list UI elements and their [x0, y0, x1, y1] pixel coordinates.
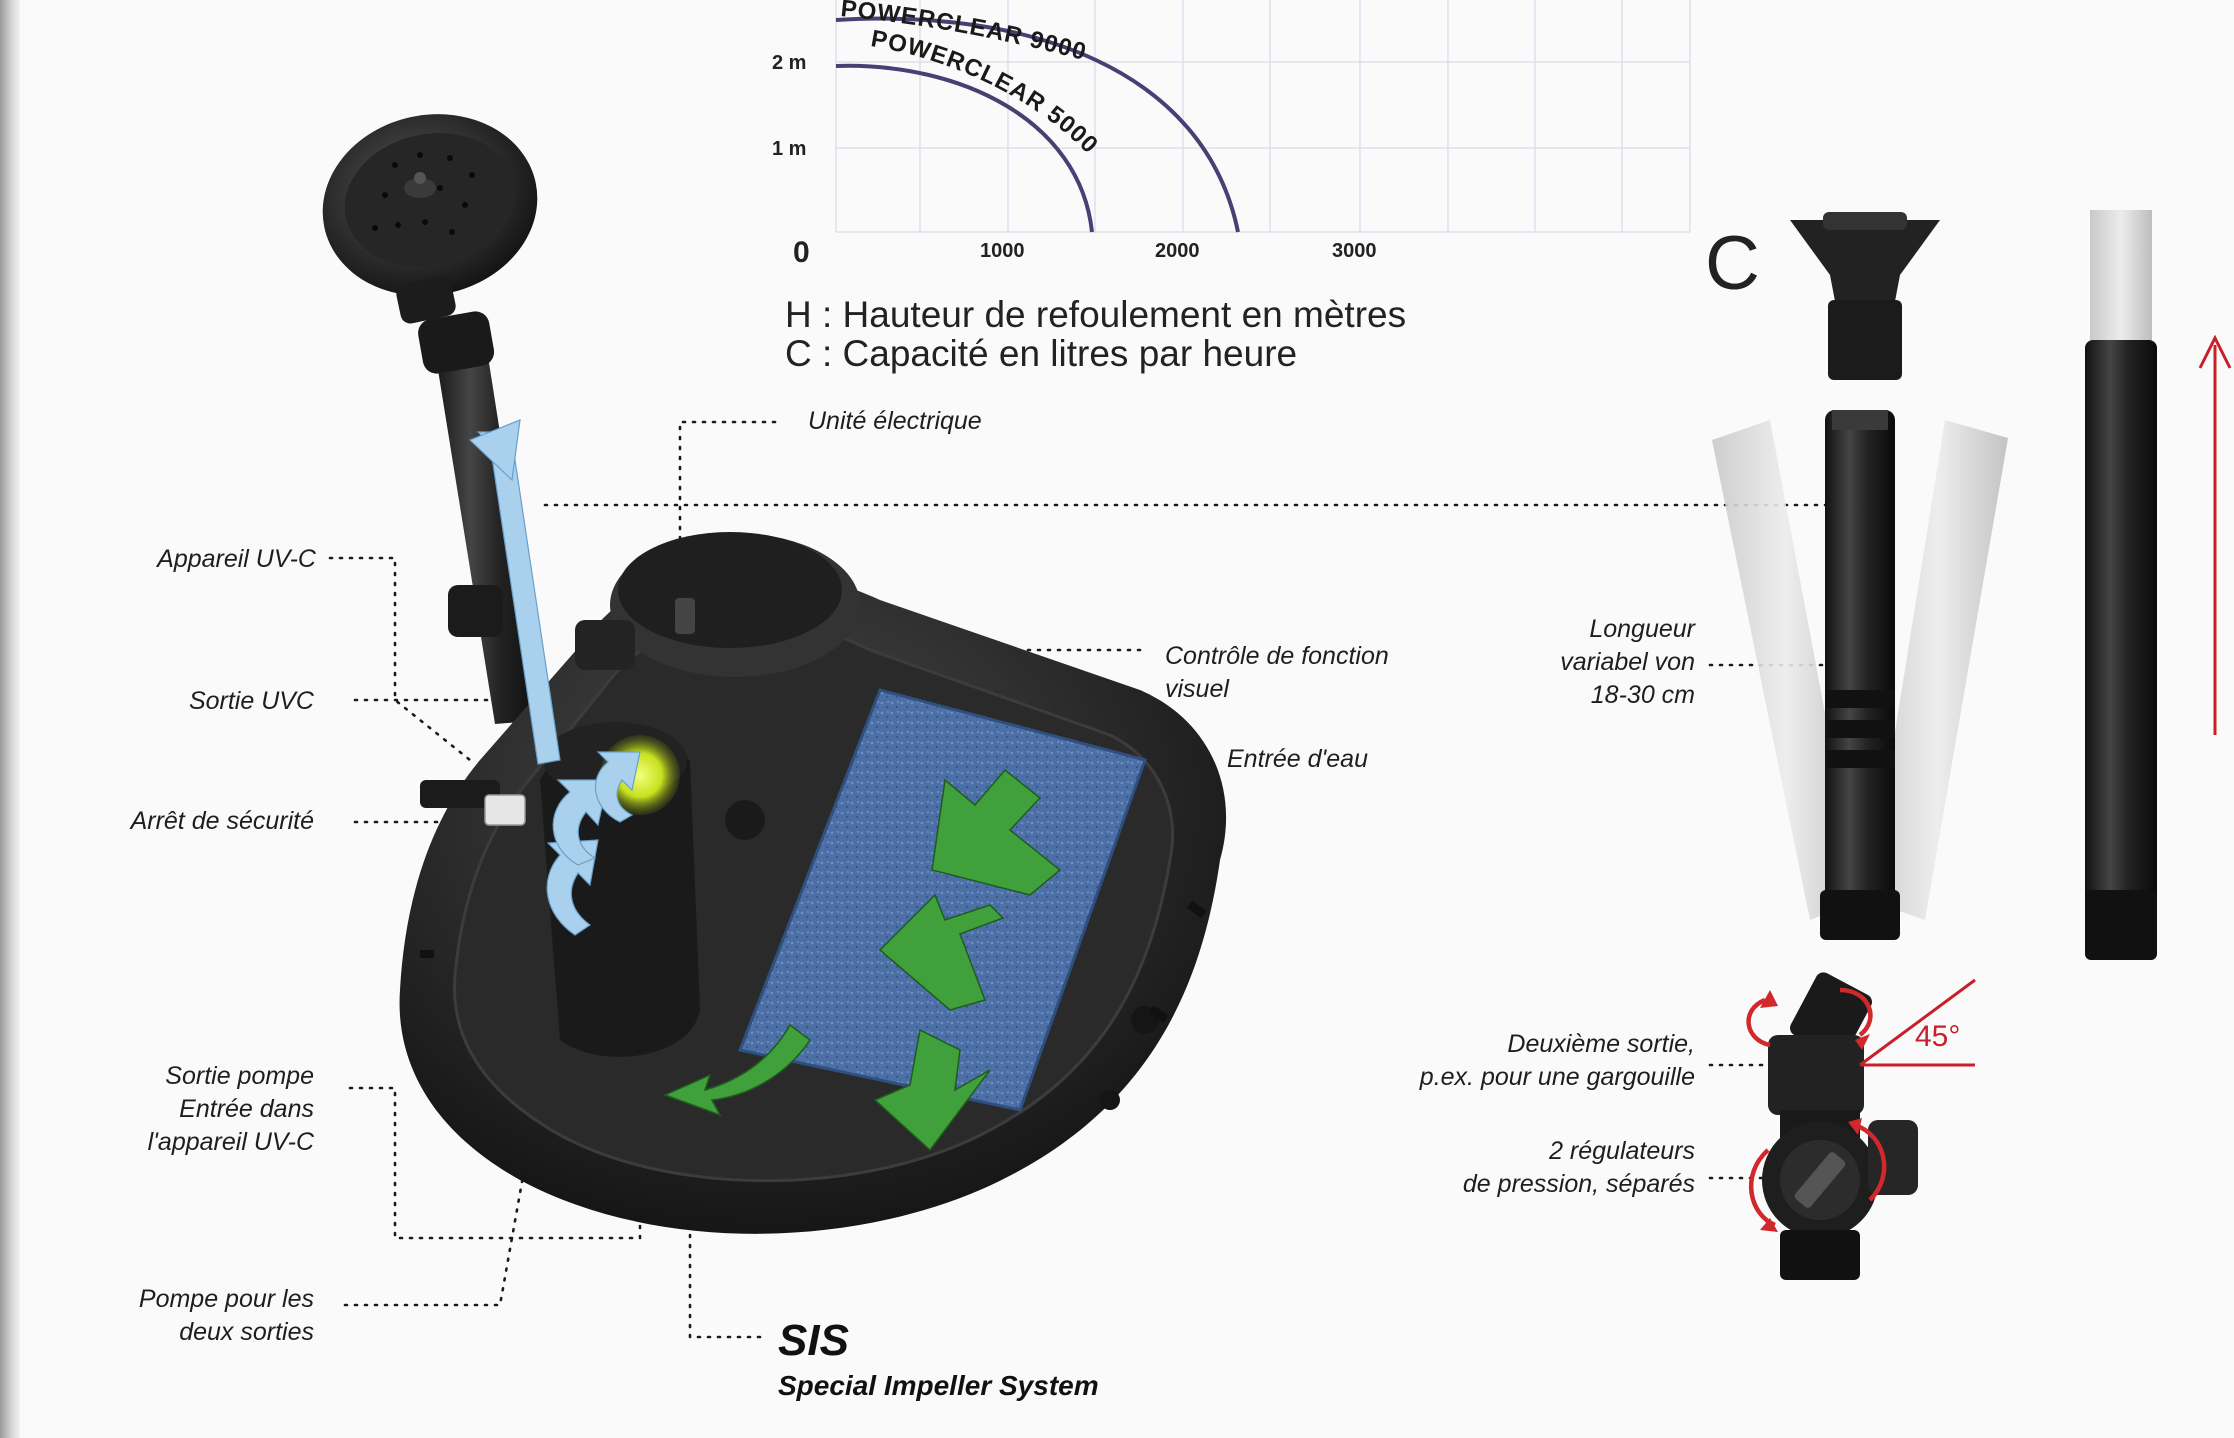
label-pompe-2: deux sorties [179, 1318, 314, 1346]
label-sortie-pompe-3: l'appareil UV-C [147, 1128, 314, 1156]
chart-grid [835, 0, 1691, 233]
label-sortie-pompe-1: Sortie pompe [165, 1062, 314, 1090]
label-deuxieme-2: p.ex. pour une gargouille [1419, 1063, 1695, 1091]
rotation-arrowheads [1760, 990, 1870, 1232]
label-unite-electrique: Unité électrique [808, 407, 982, 435]
label-controle-2: visuel [1165, 675, 1229, 703]
label-pompe-1: Pompe pour les [138, 1285, 314, 1313]
label-sortie-pompe-2: Entrée dans [179, 1095, 314, 1123]
page-edge-shadow [0, 0, 20, 1438]
sis-title: SIS [778, 1316, 849, 1365]
label-regulateurs-2: de pression, séparés [1462, 1170, 1695, 1198]
angle-45-label: 45° [1915, 1020, 1961, 1053]
water-intake-arrows [662, 768, 1062, 1152]
telescopic-pipe-group [1712, 210, 2232, 960]
label-longueur-3: 18-30 cm [1590, 681, 1695, 709]
valve-assembly [1762, 972, 1918, 1280]
label-controle-1: Contrôle de fonction [1165, 642, 1389, 670]
label-entree-eau: Entrée d'eau [1227, 745, 1368, 773]
nozzle-c-marker: C [1705, 221, 1760, 306]
legend-c: C : Capacité en litres par heure [785, 333, 1298, 374]
label-longueur-1: Longueur [1589, 615, 1695, 643]
water-flow-arrows [468, 419, 641, 936]
legend-h: H : Hauteur de refoulement en mètres [785, 294, 1407, 335]
y-tick-2m: 2 m [772, 52, 807, 74]
sis-subtitle: Special Impeller System [778, 1370, 1099, 1401]
x-tick-3000: 3000 [1332, 240, 1377, 262]
label-arret-securite: Arrêt de sécurité [130, 807, 314, 835]
y-tick-1m: 1 m [772, 138, 807, 160]
capacity-chart: POWERCLEAR 9000 POWERCLEAR 5000 [835, 0, 1691, 233]
label-deuxieme-1: Deuxième sortie, [1507, 1030, 1695, 1058]
x-tick-1000: 1000 [980, 240, 1025, 262]
curve-powerclear-5000 [835, 63, 1094, 233]
x-tick-2000: 2000 [1155, 240, 1200, 262]
label-sortie-uvc: Sortie UVC [188, 687, 314, 715]
label-longueur-2: variabel von [1560, 648, 1695, 676]
chart-origin: 0 [793, 236, 810, 269]
rotation-arrows [1746, 987, 1887, 1228]
label-regulateurs-1: 2 régulateurs [1549, 1137, 1695, 1165]
angle-marker [1859, 978, 1976, 1067]
label-appareil-uvc: Appareil UV-C [157, 545, 316, 573]
fountain-head [322, 114, 538, 324]
curve-powerclear-9000 [835, 16, 1240, 233]
